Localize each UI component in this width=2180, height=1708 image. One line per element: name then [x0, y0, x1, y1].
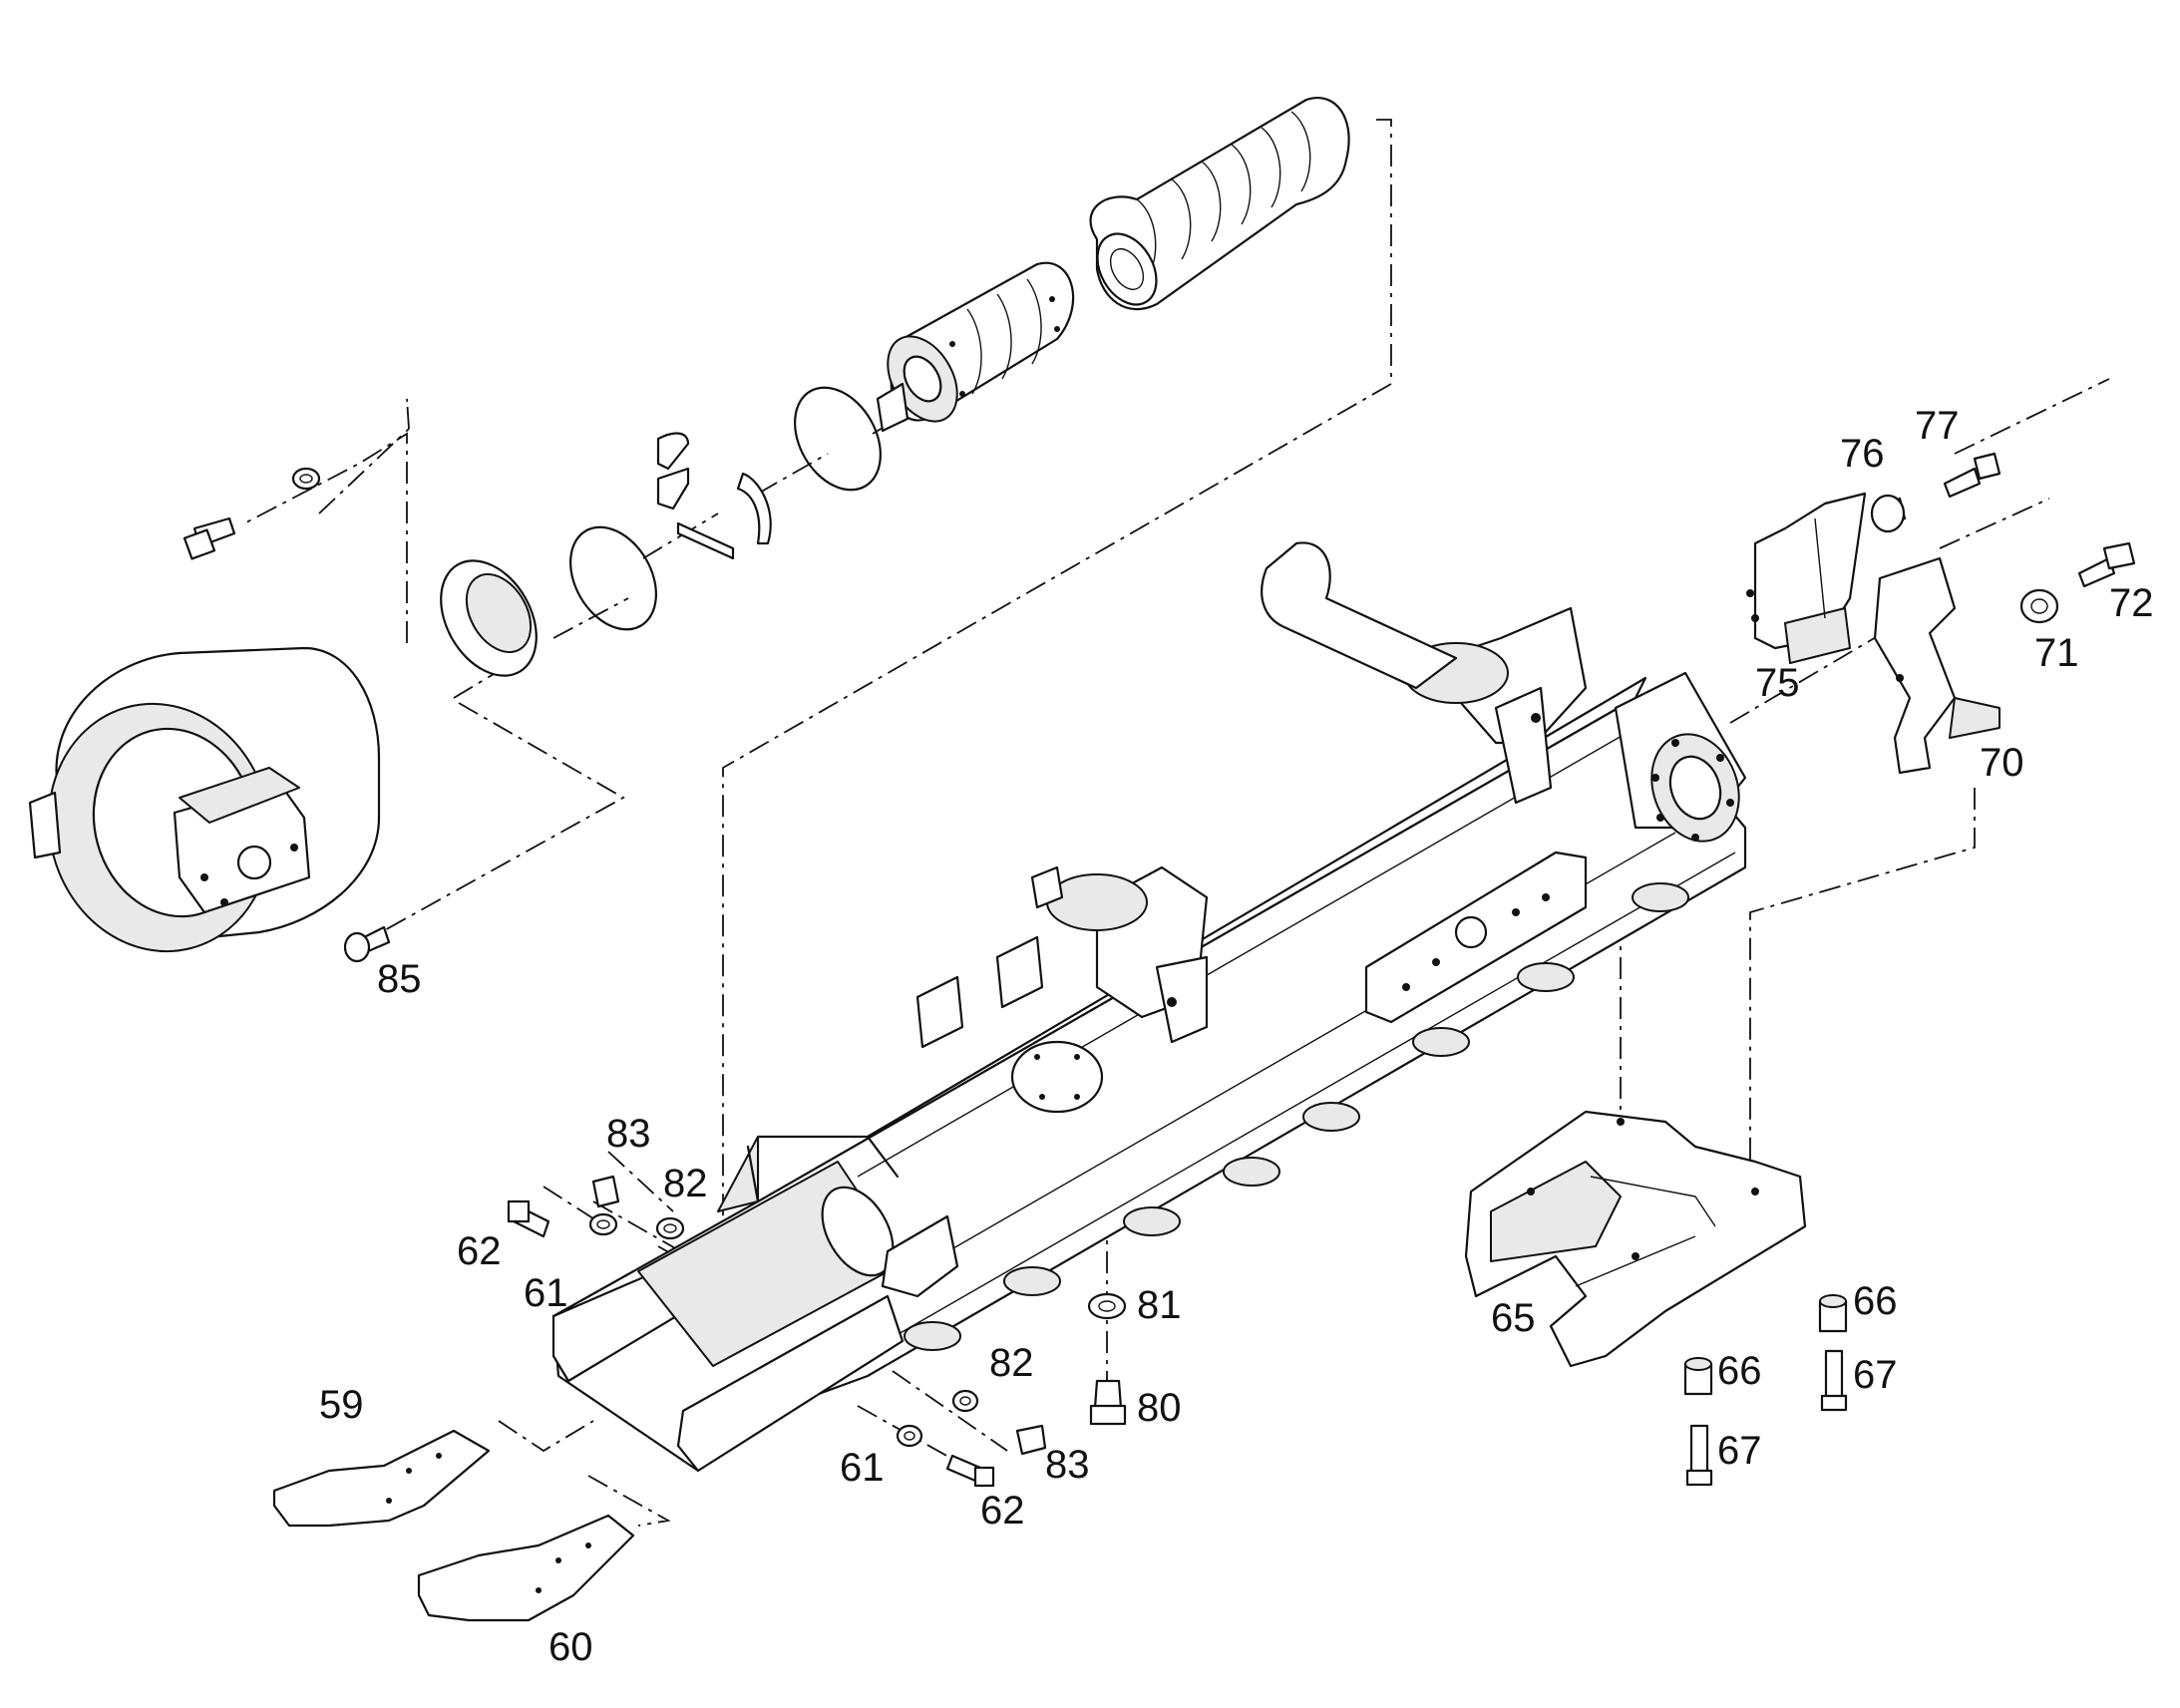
- recoil-spring: [1089, 97, 1350, 311]
- idler-seal-housing: [440, 559, 538, 677]
- part-callouts: 59 60 61 61 62 62 65 66 66 67 67 70 71 7…: [319, 404, 2154, 1669]
- plug-80: [1089, 1379, 1127, 1426]
- frame-brackets-top: [915, 865, 1064, 1049]
- plug-83-lower: [1015, 1424, 1047, 1456]
- callout-60: 60: [548, 1625, 593, 1669]
- spacer-76: [1870, 494, 1907, 533]
- callout-71: 71: [2034, 631, 2079, 675]
- spacer-71: [2019, 588, 2059, 624]
- guard-bracket-70: [1873, 556, 2000, 775]
- bolt-67-right: [1820, 1349, 1848, 1412]
- callout-67-upper: 67: [1853, 1353, 1898, 1397]
- front-idler-wheel: [28, 646, 381, 953]
- callout-62-upper: 62: [457, 1229, 502, 1273]
- idler-bolt: [182, 516, 236, 560]
- callout-66-lower: 66: [1717, 1349, 1762, 1393]
- guide-plate-59: [272, 1429, 491, 1528]
- callout-83-lower: 83: [1045, 1443, 1090, 1487]
- tension-cylinder: [876, 261, 1075, 433]
- callout-61-upper: 61: [524, 1271, 568, 1315]
- bolt-85: [343, 925, 391, 963]
- callout-80: 80: [1137, 1386, 1182, 1430]
- bolt-77: [1943, 452, 2001, 499]
- carrier-roller-left: [1046, 865, 1209, 1044]
- nut-66-right: [1818, 1294, 1848, 1333]
- callout-83-upper: 83: [606, 1112, 651, 1156]
- bolt-62-upper: [507, 1199, 550, 1238]
- track-guard-frame-65: [1464, 1110, 1807, 1368]
- callout-72: 72: [2109, 581, 2154, 625]
- washer-82-upper: [655, 1216, 685, 1240]
- washer-81: [1087, 1292, 1127, 1320]
- callout-67-lower: 67: [1717, 1429, 1762, 1473]
- washer-61-lower: [896, 1424, 923, 1448]
- callout-62-lower: 62: [980, 1489, 1025, 1533]
- callout-65: 65: [1491, 1296, 1536, 1340]
- track-rollers: [904, 882, 1689, 1351]
- callout-61-lower: 61: [840, 1446, 885, 1490]
- callout-82-upper: 82: [663, 1162, 708, 1205]
- callout-77: 77: [1915, 404, 1960, 448]
- access-cover: [1010, 1040, 1104, 1114]
- bolt-62-lower: [945, 1454, 995, 1488]
- drive-motor-flange: [1614, 671, 1747, 843]
- idler-washer: [291, 467, 321, 491]
- carrier-roller-right: [1261, 541, 1588, 805]
- callout-70: 70: [1980, 741, 2024, 785]
- callout-85: 85: [377, 957, 422, 1001]
- washer-61-upper: [588, 1212, 618, 1236]
- bolt-67-left: [1685, 1424, 1713, 1487]
- guard-bracket-75: [1746, 492, 1867, 664]
- callout-75: 75: [1755, 661, 1800, 705]
- callout-76: 76: [1840, 432, 1885, 476]
- callout-66-upper: 66: [1853, 1279, 1898, 1323]
- guide-plate-60: [417, 1514, 635, 1622]
- frame-mounting-plate: [1364, 851, 1588, 1024]
- callout-59: 59: [319, 1383, 364, 1427]
- washer-82-lower: [951, 1389, 979, 1413]
- split-rings-and-seals: [569, 386, 882, 631]
- plug-83-upper: [591, 1175, 620, 1208]
- callout-82-lower: 82: [989, 1341, 1034, 1385]
- bolt-72: [2077, 541, 2136, 588]
- callout-81: 81: [1137, 1283, 1182, 1327]
- nut-66-left: [1683, 1357, 1713, 1396]
